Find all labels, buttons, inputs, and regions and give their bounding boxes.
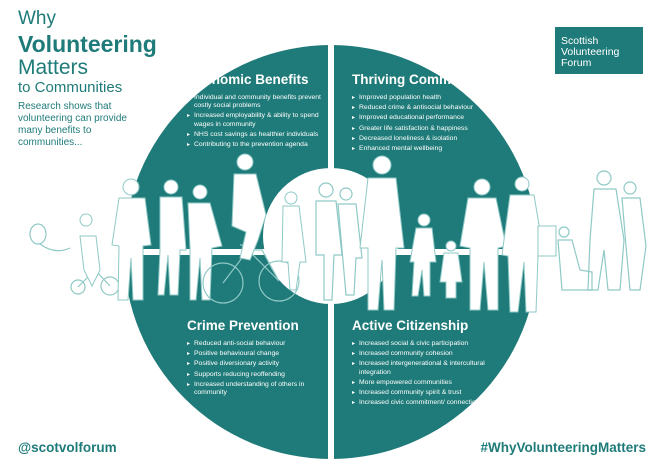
economic-benefits-list: Individual and community benefits preven… bbox=[187, 94, 322, 151]
list-item: Increased community spirit & trust bbox=[352, 389, 487, 397]
list-item: More empowered communities bbox=[352, 379, 487, 387]
thriving-communities-list: Improved population health Reduced crime… bbox=[352, 94, 502, 155]
scottish-volunteering-forum-logo[interactable]: Scottish Volunteering Forum bbox=[555, 27, 643, 74]
list-item: Increased social & civic participation bbox=[352, 340, 487, 348]
title-line-4: to Communities bbox=[18, 79, 123, 96]
title-line-2: Volunteering bbox=[18, 31, 157, 57]
list-item: Improved population health bbox=[352, 94, 502, 102]
list-item: Improved educational performance bbox=[352, 114, 502, 122]
list-item: Positive behavioural change bbox=[187, 350, 322, 358]
twitter-handle-link[interactable]: @scotvolforum bbox=[18, 440, 117, 455]
crime-prevention-list: Reduced anti-social behaviour Positive b… bbox=[187, 340, 322, 399]
logo-line-1: Scottish bbox=[561, 35, 599, 47]
list-item: Decreased loneliness & isolation bbox=[352, 135, 502, 143]
list-item: Greater life satisfaction & happiness bbox=[352, 125, 502, 133]
list-item: Increased civic commitment/ connection bbox=[352, 399, 487, 407]
list-item: Increased understanding of others in com… bbox=[187, 381, 322, 397]
logo-line-3: Forum bbox=[561, 57, 592, 69]
title-line-3: Matters bbox=[18, 56, 89, 79]
list-item: Increased community cohesion bbox=[352, 350, 487, 358]
list-item: Reduced crime & antisocial behaviour bbox=[352, 104, 502, 112]
thriving-communities-title: Thriving Communities bbox=[352, 72, 495, 87]
active-citizenship-list: Increased social & civic participation I… bbox=[352, 340, 487, 409]
list-item: Reduced anti-social behaviour bbox=[187, 340, 322, 348]
economic-benefits-title: Economic Benefits bbox=[187, 72, 309, 87]
active-citizenship-title: Active Citizenship bbox=[352, 318, 469, 333]
hashtag-link[interactable]: #WhyVolunteeringMatters bbox=[480, 440, 646, 455]
logo-line-2: Volunteering bbox=[561, 46, 620, 58]
list-item: Supports reducing reoffending bbox=[187, 371, 322, 379]
intro-text: Research shows that volunteering can pro… bbox=[18, 101, 127, 148]
crime-prevention-title: Crime Prevention bbox=[187, 318, 299, 333]
list-item: NHS cost savings as healthier individual… bbox=[187, 131, 322, 139]
list-item: Contributing to the prevention agenda bbox=[187, 141, 322, 149]
title-line-1: Why bbox=[18, 8, 56, 29]
list-item: Individual and community benefits preven… bbox=[187, 94, 322, 110]
list-item: Increased intergenerational & intercultu… bbox=[352, 360, 487, 376]
balloon-icon bbox=[29, 223, 71, 252]
list-item: Increased employability & ability to spe… bbox=[187, 112, 322, 128]
list-item: Positive diversionary activity bbox=[187, 360, 322, 368]
people-silhouettes-icon bbox=[29, 153, 647, 313]
list-item: Enhanced mental wellbeing bbox=[352, 145, 502, 153]
